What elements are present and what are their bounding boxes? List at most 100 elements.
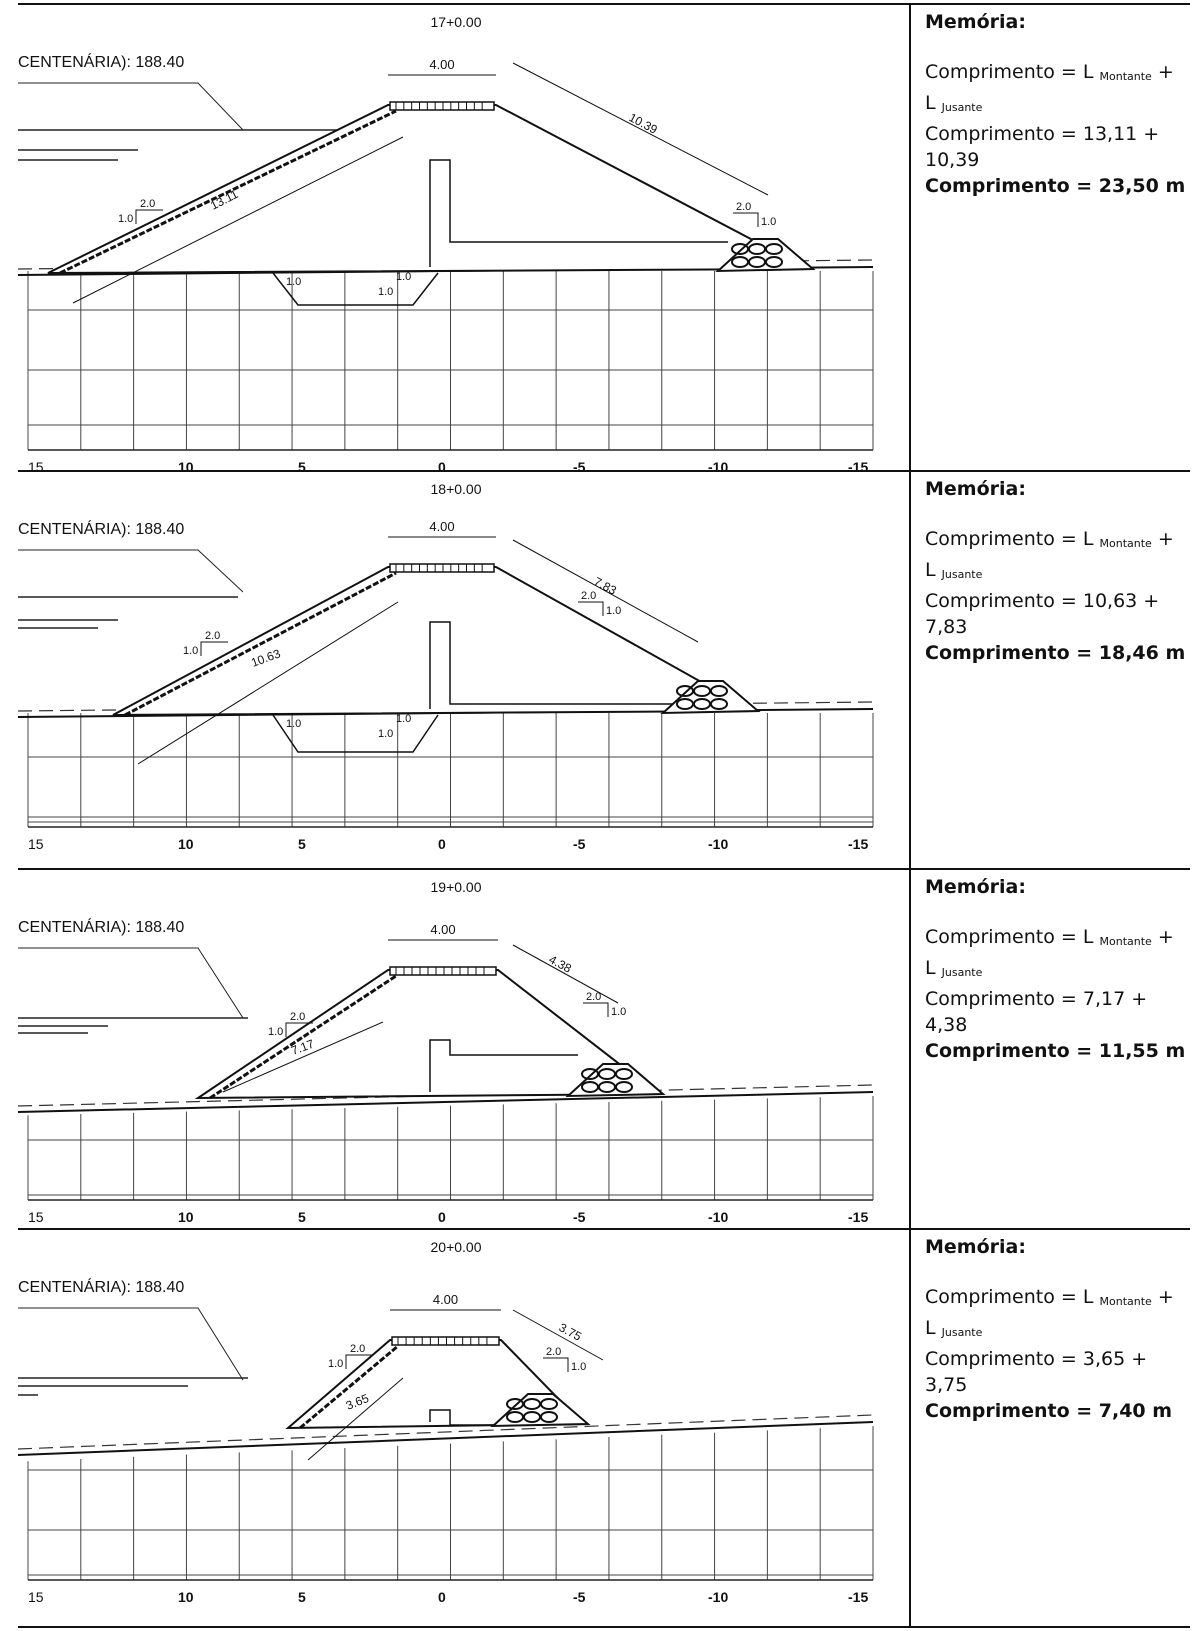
memo-formula: Comprimento = L Montante + (925, 59, 1190, 90)
rock (765, 256, 783, 268)
station-label: 20+0.00 (431, 1239, 482, 1255)
upstream-riprap (124, 571, 397, 717)
ground-line (18, 1421, 874, 1456)
x-tick-label: 0 (438, 1209, 446, 1225)
internal-drain (429, 1409, 503, 1426)
crest-width-label: 4.00 (429, 519, 454, 534)
memo-sum: Comprimento = 10,63 + (925, 590, 1160, 612)
crest-width-label: 4.00 (429, 57, 454, 72)
formula-plus: + (1157, 61, 1174, 83)
memo-sum: Comprimento = 13,11 + (925, 123, 1160, 145)
toe-rockfill (490, 1393, 591, 1428)
water-level-label: CENTENÁRIA): 188.40 (18, 52, 184, 71)
slope-label: 1.0 (286, 718, 301, 730)
rock (710, 698, 728, 710)
toe-rockfill (660, 680, 761, 715)
downstream-length-label: 4.38 (547, 952, 574, 975)
x-tick-label: -15 (848, 1589, 868, 1605)
slope-h-label: 2.0 (586, 991, 601, 1003)
crest-cap (389, 563, 495, 573)
rock (710, 685, 728, 697)
x-tick-label: 10 (178, 459, 194, 472)
upstream-riprap (209, 974, 397, 1100)
memo-panel: Memória:Comprimento = L Montante +L Jusa… (911, 472, 1190, 868)
sub-jusante: Jusante (941, 966, 983, 979)
memo-total: Comprimento = 23,50 m (925, 175, 1186, 197)
sub-montante: Montante (1099, 935, 1152, 948)
slope-marker (285, 1022, 313, 1037)
x-tick-label: -15 (848, 836, 868, 852)
memo-formula: Comprimento = L Montante + (925, 1284, 1190, 1315)
toe-rockfill (715, 238, 816, 273)
crest-width-label: 4.00 (433, 1292, 458, 1307)
memo-sum-cont: 4,38 (925, 1014, 968, 1036)
memo-total: Comprimento = 18,46 m (925, 642, 1186, 664)
x-tick-label: 15 (28, 1589, 44, 1605)
memo-total: Comprimento = 11,55 m (925, 1040, 1186, 1062)
x-tick-label: 5 (298, 1589, 306, 1605)
formula-prefix: Comprimento = L (925, 528, 1094, 550)
x-tick-label: -5 (573, 1209, 586, 1225)
x-tick-label: -10 (708, 1589, 728, 1605)
x-tick-label: 10 (178, 1209, 194, 1225)
crest-width-label: 4.00 (430, 922, 455, 937)
downstream-dimension (512, 944, 619, 1004)
slope-v-label: 1.0 (118, 213, 133, 225)
memo-sum-cont: 3,75 (925, 1374, 968, 1396)
x-tick-label: 5 (298, 1209, 306, 1225)
slope-marker (200, 641, 228, 656)
x-tick-label: -15 (848, 1209, 868, 1225)
formula-prefix: Comprimento = L (925, 926, 1094, 948)
internal-drain (429, 1039, 578, 1092)
sub-jusante: Jusante (941, 568, 983, 581)
downstream-dimension (512, 539, 699, 643)
slope-h-label: 2.0 (290, 1011, 305, 1023)
x-tick-label: 15 (28, 1209, 44, 1225)
x-tick-label: 0 (438, 1589, 446, 1605)
slope-h-label: 2.0 (736, 201, 751, 213)
internal-drain (429, 621, 673, 709)
memo-formula-cont: L Jusante (925, 559, 983, 581)
dam-body (194, 969, 661, 1100)
slope-marker (733, 212, 759, 227)
slope-v-label: 1.0 (571, 1361, 586, 1373)
x-tick-label: -10 (708, 459, 728, 472)
formula-plus: + (1157, 1286, 1174, 1308)
formula-plus: + (1157, 528, 1174, 550)
slope-v-label: 1.0 (328, 1358, 343, 1370)
water-level-label: CENTENÁRIA): 188.40 (18, 1277, 184, 1296)
water-level-leader (18, 947, 244, 1019)
water-level-label: CENTENÁRIA): 188.40 (18, 519, 184, 538)
x-tick-label: 5 (298, 836, 306, 852)
slope-h-label: 2.0 (205, 630, 220, 642)
upstream-dimension (72, 136, 404, 304)
water-level-leader (18, 549, 244, 593)
slope-marker (578, 601, 604, 616)
downstream-length-label: 3.75 (557, 1320, 584, 1343)
slope-label: 1.0 (286, 276, 301, 288)
x-tick-label: -10 (708, 1209, 728, 1225)
slope-label: 1.0 (378, 286, 393, 298)
memo-title: Memória: (925, 478, 1026, 500)
memo-formula: Comprimento = L Montante + (925, 924, 1190, 955)
slope-v-label: 1.0 (761, 216, 776, 228)
x-tick-label: -5 (573, 1589, 586, 1605)
memo-sum: Comprimento = 3,65 + (925, 1348, 1148, 1370)
slope-h-label: 2.0 (350, 1343, 365, 1355)
sub-jusante: Jusante (941, 1326, 983, 1339)
x-tick-label: 0 (438, 459, 446, 472)
x-tick-label: 0 (438, 836, 446, 852)
dam-body (112, 566, 757, 716)
upstream-dimension (307, 1377, 404, 1461)
x-tick-label: 10 (178, 836, 194, 852)
memo-panel: Memória:Comprimento = L Montante +L Jusa… (911, 5, 1190, 470)
crest-cap (389, 101, 495, 111)
toe-rockfill (565, 1063, 666, 1098)
upstream-riprap (59, 109, 397, 275)
